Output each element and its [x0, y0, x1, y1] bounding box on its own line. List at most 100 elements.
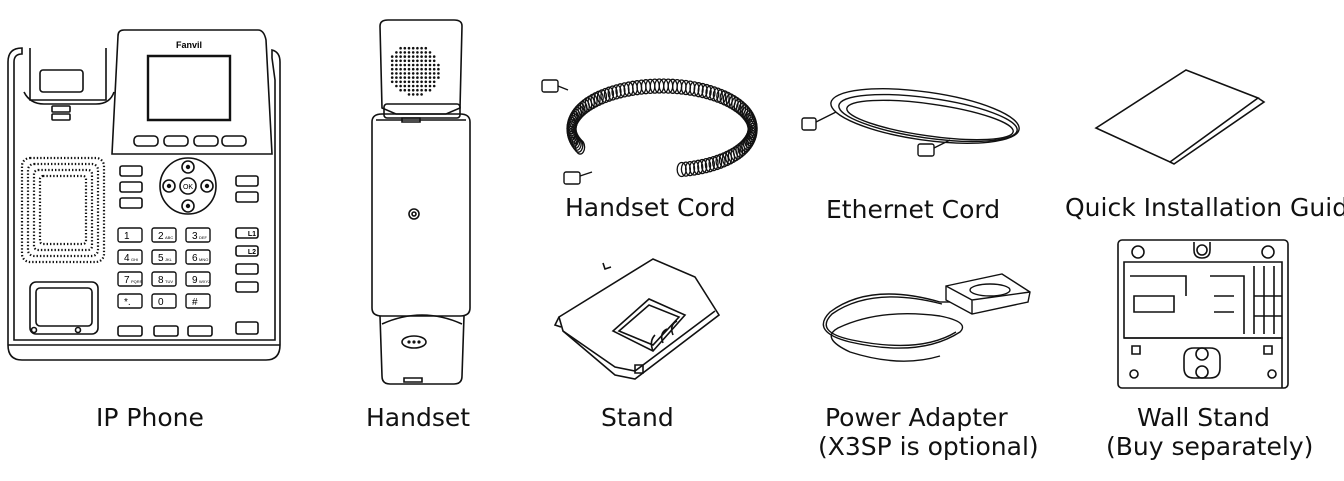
- earpiece-hole: [420, 76, 423, 79]
- nav-ok-label: OK: [183, 184, 193, 191]
- earpiece-hole: [407, 46, 411, 50]
- earpiece-hole: [416, 72, 419, 75]
- earpiece-hole: [395, 72, 398, 75]
- earpiece-hole: [407, 80, 411, 84]
- earpiece-hole: [424, 59, 428, 63]
- earpiece-hole: [416, 76, 419, 79]
- earpiece-hole: [437, 72, 440, 75]
- earpiece-hole: [403, 80, 407, 84]
- earpiece-hole: [407, 55, 411, 58]
- earpiece-hole: [424, 67, 428, 71]
- coil-loop: [743, 136, 752, 150]
- ethernet-cord-label: Ethernet Cord: [826, 195, 1001, 224]
- coil-loop: [608, 86, 617, 100]
- earpiece-hole: [437, 67, 440, 71]
- coil-loop: [694, 83, 703, 97]
- earpiece-hole: [399, 80, 402, 84]
- earpiece-hole: [411, 55, 415, 58]
- earpiece-hole: [399, 46, 402, 50]
- coil-loop: [698, 84, 707, 98]
- earpiece-hole: [432, 84, 436, 88]
- earpiece-hole: [395, 59, 398, 63]
- wall-stand-label: Wall Stand: [1137, 403, 1270, 432]
- earpiece-hole: [416, 84, 419, 88]
- keypad-key-letters: JKL: [165, 257, 173, 262]
- keypad-key-digit: 0: [158, 297, 164, 308]
- earpiece-hole: [428, 80, 432, 84]
- keypad-key: [152, 272, 176, 286]
- keypad-key-digit: 4: [124, 253, 130, 264]
- earpiece-hole: [407, 59, 411, 63]
- earpiece-hole: [411, 76, 415, 79]
- earpiece-hole: [407, 51, 411, 54]
- keypad-key-digit: 5: [158, 253, 164, 264]
- keypad-key-digit: 2: [158, 231, 164, 242]
- earpiece-hole: [399, 51, 402, 54]
- keypad-key: [118, 272, 142, 286]
- earpiece-hole: [424, 76, 428, 79]
- earpiece-hole: [432, 67, 436, 71]
- keypad-key: [152, 228, 176, 242]
- line-key-l1: L1: [248, 231, 256, 238]
- wall-stand-drawing: [1114, 236, 1294, 396]
- earpiece-hole: [403, 63, 407, 67]
- earpiece-hole: [403, 51, 407, 54]
- keypad-key-letters: DEF: [199, 235, 208, 240]
- earpiece-hole: [424, 63, 428, 67]
- earpiece-hole: [428, 51, 432, 54]
- earpiece-hole: [395, 51, 398, 54]
- earpiece-hole: [403, 46, 407, 50]
- earpiece-hole: [407, 72, 411, 75]
- coil-loop: [706, 86, 715, 100]
- earpiece-hole: [390, 80, 394, 84]
- earpiece-hole: [399, 88, 402, 92]
- wall-stand-note: (Buy separately): [1106, 432, 1314, 461]
- earpiece-hole: [416, 63, 419, 67]
- earpiece-hole: [428, 59, 432, 63]
- earpiece-hole: [395, 55, 398, 58]
- earpiece-hole: [399, 59, 402, 63]
- keypad-key: [152, 294, 176, 308]
- coil-loop: [713, 155, 722, 169]
- earpiece-hole: [399, 76, 402, 79]
- keypad-key: [186, 272, 210, 286]
- keypad-key: [186, 250, 210, 264]
- earpiece-hole: [437, 63, 440, 67]
- earpiece-hole: [411, 46, 415, 50]
- earpiece-hole: [411, 80, 415, 84]
- earpiece-hole: [411, 59, 415, 63]
- earpiece-hole: [432, 59, 436, 63]
- power-adapter-label: Power Adapter: [825, 403, 1008, 432]
- coil-loop: [702, 159, 711, 173]
- earpiece-hole: [395, 84, 398, 88]
- earpiece-hole: [416, 80, 419, 84]
- keypad-key-letters: GHI: [131, 257, 138, 262]
- earpiece-hole: [395, 63, 398, 67]
- keypad-key-digit: 1: [124, 231, 130, 242]
- earpiece-hole: [403, 84, 407, 88]
- earpiece-hole: [420, 84, 423, 88]
- earpiece-hole: [390, 55, 394, 58]
- earpiece-hole: [390, 63, 394, 67]
- earpiece-hole: [432, 63, 436, 67]
- earpiece-hole: [403, 59, 407, 63]
- earpiece-hole: [420, 72, 423, 75]
- keypad-key: [186, 228, 210, 242]
- earpiece-hole: [420, 67, 423, 71]
- coil: [567, 79, 757, 176]
- earpiece-hole: [407, 63, 411, 67]
- quick-guide-drawing: [1088, 66, 1278, 176]
- earpiece-hole: [399, 63, 402, 67]
- coil-loop: [604, 87, 613, 101]
- earpiece-hole: [424, 51, 428, 54]
- earpiece-hole: [407, 88, 411, 92]
- earpiece-hole: [420, 59, 423, 63]
- earpiece-hole: [395, 67, 398, 71]
- coil-loop: [716, 154, 725, 168]
- earpiece-hole: [416, 51, 419, 54]
- earpiece-hole: [399, 72, 402, 75]
- earpiece-hole: [403, 76, 407, 79]
- keypad-key: [186, 294, 210, 308]
- coil-loop: [601, 88, 610, 102]
